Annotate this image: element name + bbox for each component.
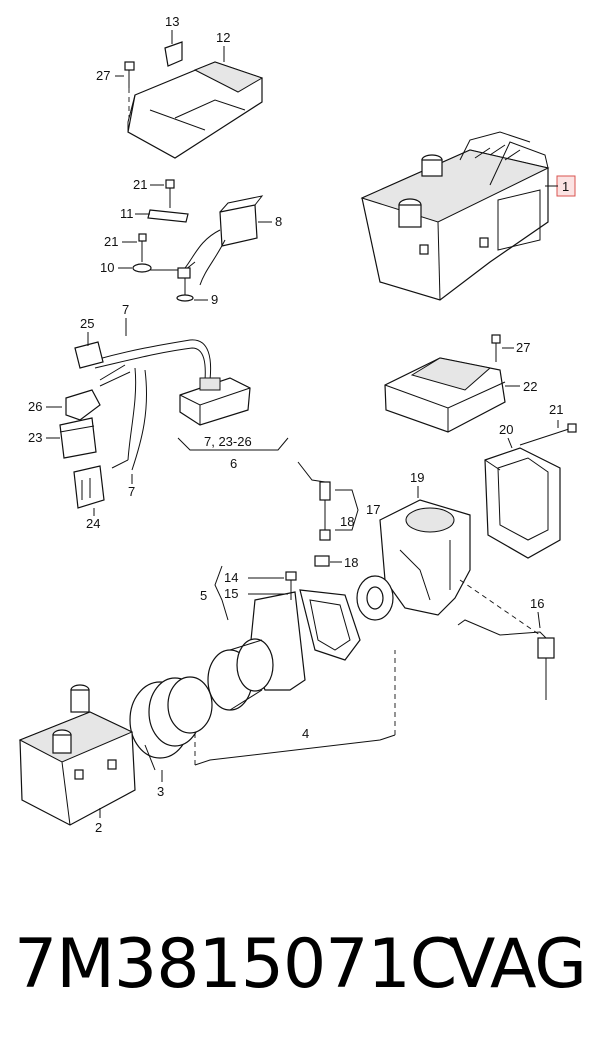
callout-18-upper: 18 [340, 514, 354, 529]
brand-text: VAG [448, 925, 587, 1004]
part-4-gasket [299, 589, 361, 661]
part-18-seal [314, 555, 330, 567]
callout-21-right: 21 [549, 402, 563, 417]
callout-15: 15 [224, 586, 238, 601]
callout-8: 8 [275, 214, 282, 229]
callout-11: 11 [120, 206, 134, 221]
part-23-connector [59, 417, 97, 459]
gasket-ring [356, 575, 394, 621]
callout-24: 24 [86, 516, 100, 531]
part-3-heat-exchanger [129, 676, 213, 771]
callout-18-lower: 18 [344, 555, 358, 570]
callout-17: 17 [366, 502, 380, 517]
callout-22: 22 [523, 379, 537, 394]
part-20-housing [484, 447, 561, 559]
callout-3: 3 [157, 784, 164, 799]
part-9-sensor [176, 267, 194, 302]
callout-10: 10 [100, 260, 114, 275]
callout-2: 2 [95, 820, 102, 835]
callout-6: 6 [230, 456, 237, 471]
part-number-text: 7M3815071C [14, 925, 457, 1004]
part-25-connector [74, 341, 104, 369]
combustion-tube [207, 638, 274, 711]
callout-19: 19 [410, 470, 424, 485]
exploded-parts-diagram: 27 13 12 21 11 21 10 8 9 [18, 14, 577, 835]
part-11-bracket [147, 179, 189, 223]
part-16-fuel-line [457, 619, 555, 700]
callout-27: 27 [96, 68, 110, 83]
caption-bar: 7M3815071C VAG [0, 925, 600, 1015]
part-22-cover [384, 334, 506, 433]
part-24-connector [73, 465, 105, 509]
part-2-water-jacket [18, 684, 136, 826]
part-12-cover [127, 41, 264, 159]
callout-12: 12 [216, 30, 230, 45]
callout-21-top: 21 [133, 177, 147, 192]
part-26-connector [65, 389, 101, 421]
callout-7-top: 7 [122, 302, 129, 317]
callout-23: 23 [28, 430, 42, 445]
part-7-relay-box [179, 377, 251, 426]
callout-27-right: 27 [516, 340, 530, 355]
callout-16: 16 [530, 596, 544, 611]
callout-20: 20 [499, 422, 513, 437]
callout-25: 25 [80, 316, 94, 331]
callout-4: 4 [302, 726, 309, 741]
callout-5: 5 [200, 588, 207, 603]
part-17-glow-plug [297, 461, 331, 541]
part-7-wiring-harness [94, 339, 212, 471]
callout-14: 14 [224, 570, 238, 585]
callout-7-23-26: 7, 23-26 [204, 434, 252, 449]
part-1-heater-assembly [360, 131, 550, 301]
bolt-27-top [124, 61, 135, 118]
callout-1: 1 [562, 179, 569, 194]
callout-13: 13 [165, 14, 179, 29]
callout-21-mid: 21 [104, 234, 118, 249]
bolt-21-right [519, 423, 577, 446]
callout-9: 9 [211, 292, 218, 307]
part-8-control-unit [184, 195, 264, 286]
callout-7-bottom: 7 [128, 484, 135, 499]
callout-26: 26 [28, 399, 42, 414]
